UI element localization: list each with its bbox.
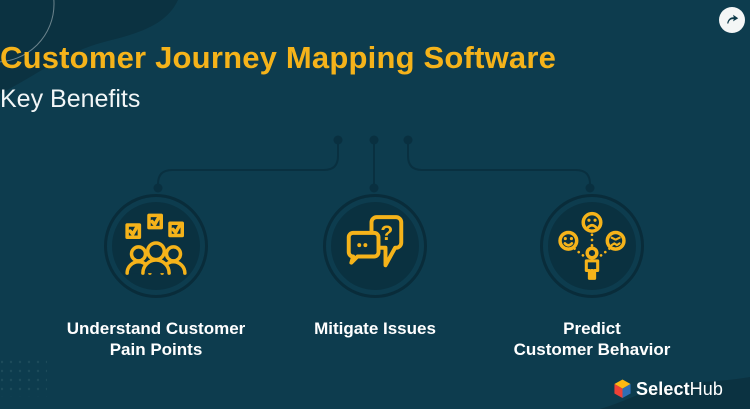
topleft-arc-decor [0,0,55,63]
icon-disc [548,202,636,290]
share-button[interactable] [719,7,745,33]
benefit-label: Predict Customer Behavior [513,319,671,359]
icon-ring [540,194,644,298]
benefit-item-pain-points: Understand Customer Pain Points [41,194,271,360]
connector-right [407,140,591,188]
bottomright-wave-shape [600,377,750,409]
icon-ring [104,194,208,298]
share-arrow-icon [727,14,739,24]
selecthub-cube-icon [614,379,631,399]
svg-text:?: ? [380,222,393,245]
chat-question-icon: ? [346,215,404,268]
icon-disc [112,202,200,290]
customers-checklist-icon [125,213,187,275]
benefit-label: Mitigate Issues [314,319,436,338]
icon-ring: ? [323,194,427,298]
brand-name-bold: Select [636,378,690,399]
benefit-label: Understand Customer Pain Points [66,319,246,359]
connector-left [157,140,339,188]
dot-grid-decor [1,357,47,397]
benefit-item-mitigate-issues: ? Mitigate Issues [260,194,490,339]
page-subtitle: Key Benefits [0,85,141,113]
selecthub-logo: SelectHub [613,378,723,400]
connector-lines [157,140,591,188]
connector-dots [153,135,595,193]
benefit-item-predict-behavior: Predict Customer Behavior [477,194,707,360]
topleft-blob-shape [0,0,178,94]
person-emotions-icon [558,211,626,280]
page-title: Customer Journey Mapping Software [0,40,557,75]
brand-name: SelectHub [636,379,723,400]
brand-name-light: Hub [689,378,723,399]
icon-disc: ? [331,202,419,290]
